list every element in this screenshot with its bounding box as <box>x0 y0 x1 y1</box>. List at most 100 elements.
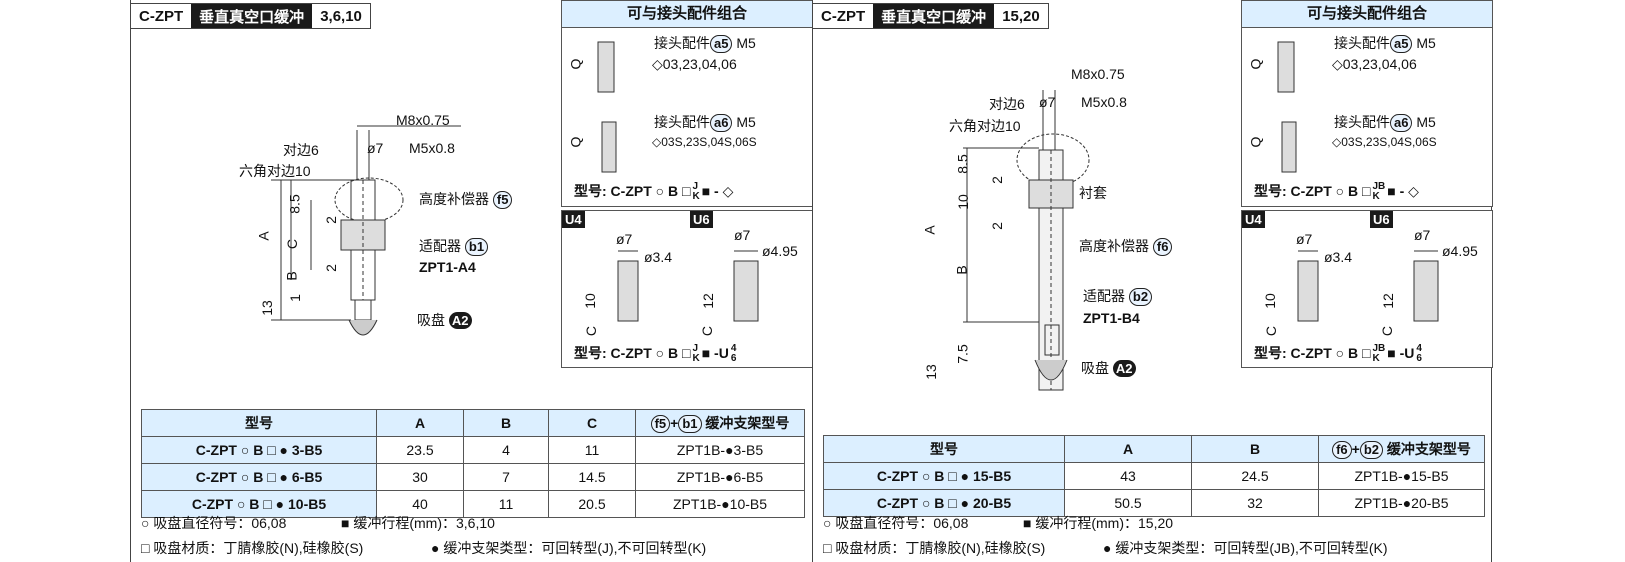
right-header: C-ZPT 垂直真空口缓冲 15,20 <box>813 3 1049 29</box>
q-label-2: Q <box>567 136 584 148</box>
q-label-2: Q <box>1247 136 1264 148</box>
left-part-sketch <box>271 125 461 336</box>
dim-a: A <box>921 225 938 235</box>
right-part-sketch <box>963 90 1090 391</box>
fitting-sketches <box>1277 41 1297 173</box>
hex10-label: 六角对边10 <box>239 163 311 179</box>
dim-10: 10 <box>954 194 971 210</box>
d7-label: ø7 <box>1039 94 1056 110</box>
u-variant-box: U4 U6 ø7 ø3.4 10 C ø7 ø4.95 12 C 型号: C-Z… <box>561 210 813 368</box>
u4-c: C <box>1263 325 1280 337</box>
note-material: □ 吸盘材质：丁腈橡胶(N),硅橡胶(S) <box>141 540 364 556</box>
dim-c: C <box>284 238 301 250</box>
fitting-a6-options: ◇03S,23S,04S,06S <box>652 135 757 149</box>
u6-h12: 12 <box>1379 293 1396 309</box>
pad-label: 吸盘 A2 <box>1081 358 1136 378</box>
combo-title: 可与接头配件组合 <box>562 1 812 28</box>
right-spec-table: 型号 A B f6+b2 缓冲支架型号 C-ZPT ○ B □ ● 15-B5 … <box>823 435 1485 517</box>
u-variant-sketches <box>617 250 759 322</box>
u6-d495: ø4.95 <box>1442 243 1478 259</box>
series-sizes: 3,6,10 <box>312 4 370 28</box>
note-stroke: ■ 缓冲行程(mm)：15,20 <box>1023 515 1174 531</box>
m8-label: M8x0.75 <box>396 112 450 128</box>
dim-2b: 2 <box>988 222 1005 230</box>
dim-85: 8.5 <box>954 154 971 174</box>
a6-tag: a6 <box>1390 114 1413 132</box>
table-row: C-ZPT ○ B □ ● 10-B5 40 11 20.5 ZPT1B-●10… <box>141 490 805 518</box>
col-model: 型号 <box>141 409 377 437</box>
dim-2b: 2 <box>322 264 339 272</box>
sleeve-label: 衬套 <box>1079 185 1107 201</box>
table-row: C-ZPT ○ B □ ● 3-B5 23.5 4 11 ZPT1B-●3-B5 <box>141 436 805 464</box>
u6-d7: ø7 <box>734 227 751 243</box>
comp-label: 高度补偿器 f6 <box>1079 236 1173 256</box>
q-label-1: Q <box>1247 58 1264 70</box>
side6-label: 对边6 <box>283 142 319 158</box>
u4-d34: ø3.4 <box>1324 249 1353 265</box>
a2-tag: A2 <box>1112 360 1136 377</box>
a5-tag: a5 <box>1390 35 1413 53</box>
u4-d7: ø7 <box>616 231 633 247</box>
adapter-label: 适配器 b2 <box>1083 286 1153 306</box>
dim-75: 7.5 <box>954 344 971 364</box>
u4-h10: 10 <box>1261 293 1278 309</box>
dim-a: A <box>255 231 272 241</box>
comp-label: 高度补偿器 f5 <box>419 189 513 209</box>
b1-tag: b1 <box>464 238 489 256</box>
u6-c: C <box>1379 325 1396 337</box>
u4-tag: U4 <box>1242 211 1265 228</box>
pad-label: 吸盘 A2 <box>417 310 472 330</box>
dim-2a: 2 <box>988 176 1005 184</box>
note-material: □ 吸盘材质：丁腈橡胶(N),硅橡胶(S) <box>823 540 1046 556</box>
dim-b: B <box>953 265 970 275</box>
combo-title: 可与接头配件组合 <box>1242 1 1492 28</box>
series-sizes: 15,20 <box>994 4 1048 28</box>
d7-label: ø7 <box>367 140 384 156</box>
series-name: 垂直真空口缓冲 <box>191 4 313 28</box>
u-variant-sketches <box>1297 250 1439 322</box>
u6-d495: ø4.95 <box>762 243 798 259</box>
adapter-model: ZPT1-B4 <box>1083 310 1140 326</box>
dim-13: 13 <box>922 364 939 380</box>
m5-label: M5x0.8 <box>409 140 455 156</box>
f5-tag: f5 <box>492 191 513 209</box>
dim-85: 8.5 <box>286 194 303 214</box>
u6-d7: ø7 <box>1414 227 1431 243</box>
u-variant-box: U4 U6 ø7 ø3.4 10 C ø7 ø4.95 12 C 型号: C-Z… <box>1241 210 1493 368</box>
dim-2a: 2 <box>322 216 339 224</box>
u4-d7: ø7 <box>1296 231 1313 247</box>
series-code: C-ZPT <box>813 4 874 28</box>
note-bracket-type: ● 缓冲支架类型：可回转型(JB),不可回转型(K) <box>1103 540 1388 556</box>
f6-tag: f6 <box>1152 238 1173 256</box>
u4-c: C <box>583 325 600 337</box>
adapter-label: 适配器 b1 <box>419 236 489 256</box>
fitting-a5-options: ◇03,23,04,06 <box>1332 56 1417 72</box>
a2-tag: A2 <box>448 312 472 329</box>
u4-d34: ø3.4 <box>644 249 673 265</box>
m5-label: M5x0.8 <box>1081 94 1127 110</box>
col-b: B <box>1191 435 1319 463</box>
col-a: A <box>376 409 464 437</box>
note-pad-size: ○ 吸盘直径符号：06,08 <box>823 515 969 531</box>
m8-label: M8x0.75 <box>1071 66 1125 82</box>
left-header: C-ZPT 垂直真空口缓冲 3,6,10 <box>131 3 371 29</box>
table-row: C-ZPT ○ B □ ● 15-B5 43 24.5 ZPT1B-●15-B5 <box>823 462 1485 490</box>
a6-tag: a6 <box>710 114 733 132</box>
u6-h12: 12 <box>699 293 716 309</box>
side6-label: 对边6 <box>989 96 1025 112</box>
col-c: C <box>548 409 636 437</box>
dim-13: 13 <box>258 300 275 316</box>
col-a: A <box>1064 435 1192 463</box>
fitting-a6-options: ◇03S,23S,04S,06S <box>1332 135 1437 149</box>
note-stroke: ■ 缓冲行程(mm)：3,6,10 <box>341 515 495 531</box>
u4-h10: 10 <box>581 293 598 309</box>
